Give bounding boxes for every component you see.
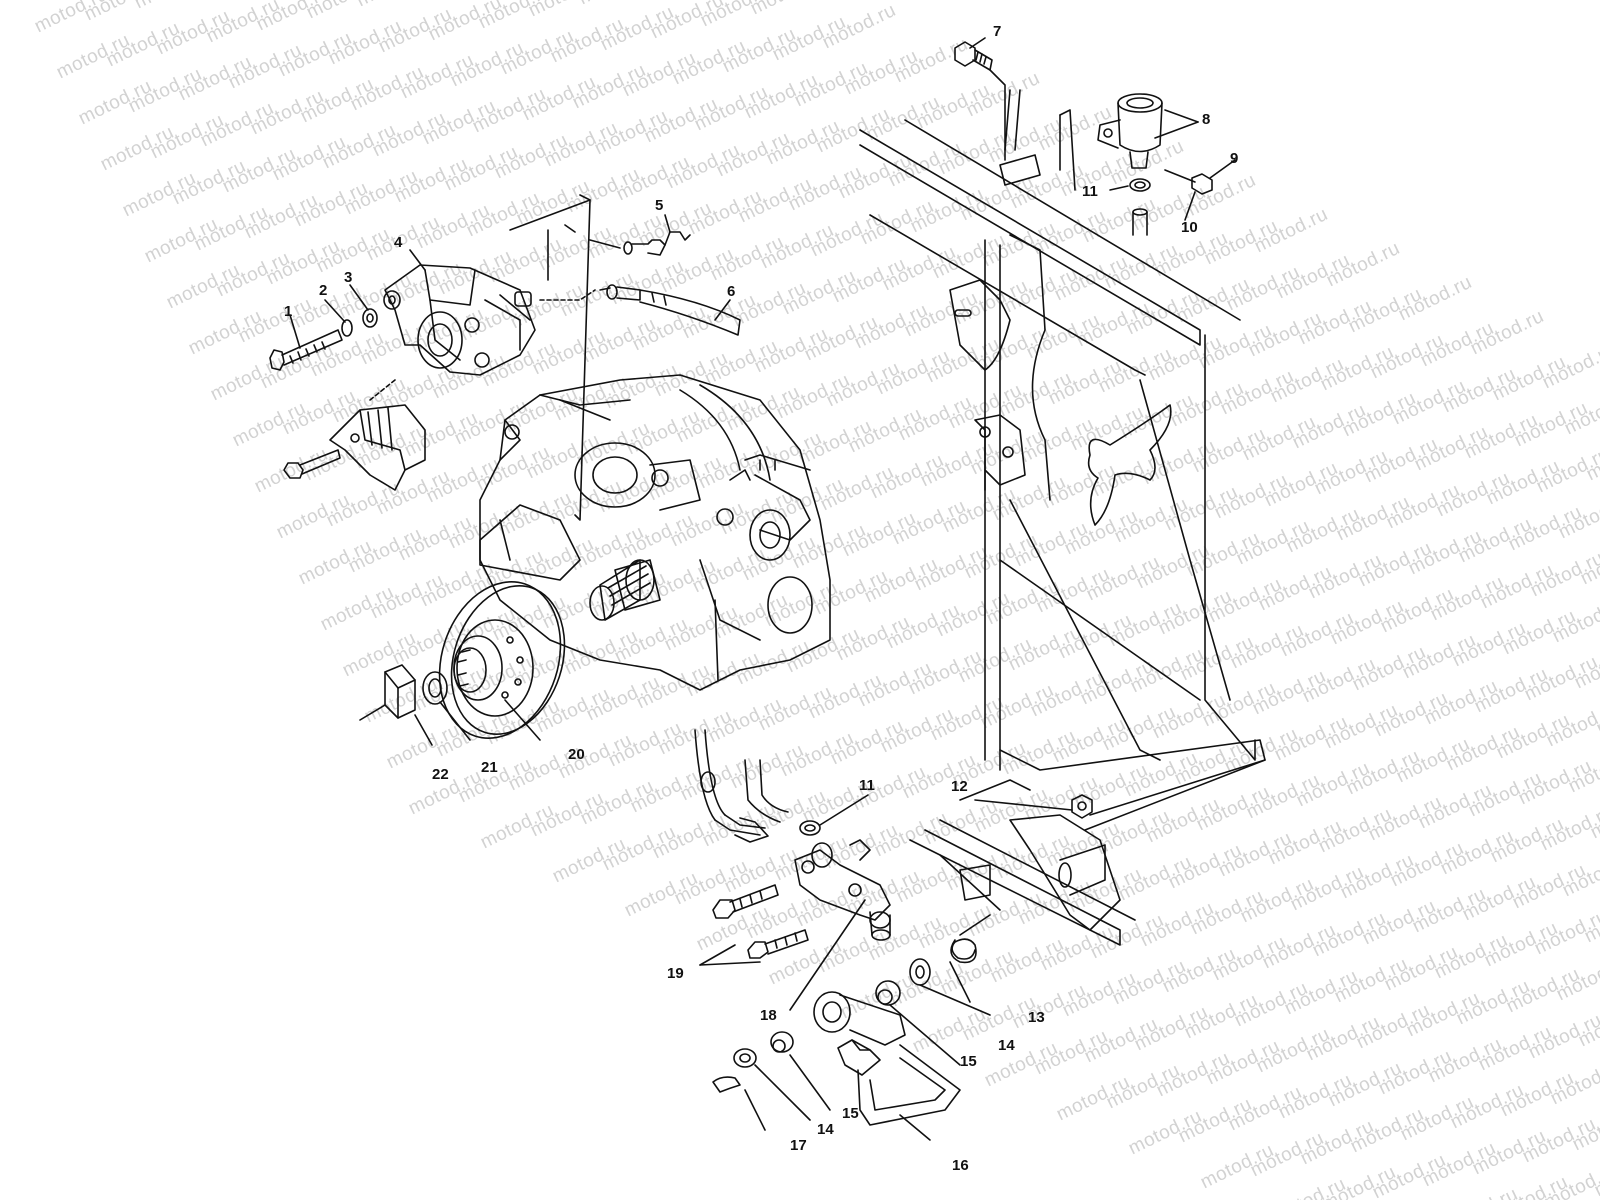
callout-22: 22 — [432, 766, 449, 783]
chassis-frame — [859, 89, 1266, 946]
callout-14-left: 14 — [817, 1121, 834, 1138]
nut-and-washer — [359, 664, 471, 746]
callout-1: 1 — [284, 303, 293, 320]
nut-9 — [1191, 173, 1213, 195]
brake-disc — [438, 581, 566, 741]
callout-21: 21 — [481, 759, 498, 776]
brake-lever-assembly — [694, 729, 1073, 1141]
callout-4: 4 — [394, 234, 403, 251]
callout-8: 8 — [1202, 111, 1211, 128]
callout-17: 17 — [790, 1137, 807, 1154]
brake-line — [547, 224, 741, 336]
callout-9: 9 — [1230, 150, 1239, 167]
callout-14-right: 14 — [998, 1037, 1015, 1054]
callout-6: 6 — [727, 283, 736, 300]
callout-3: 3 — [344, 269, 353, 286]
nut-12 — [1071, 794, 1093, 819]
callout-15-left: 15 — [842, 1105, 859, 1122]
callout-5: 5 — [655, 197, 664, 214]
brake-caliper — [269, 264, 596, 491]
clamp-11 — [1129, 178, 1151, 192]
callout-7: 7 — [993, 23, 1002, 40]
callout-19: 19 — [667, 965, 684, 982]
brake-reservoir — [1097, 93, 1213, 236]
callout-18: 18 — [760, 1007, 777, 1024]
callout-12: 12 — [951, 778, 968, 795]
callout-2: 2 — [319, 282, 328, 299]
callout-10: 10 — [1181, 219, 1198, 236]
callout-16: 16 — [952, 1157, 969, 1174]
bolt-7 — [954, 41, 1006, 161]
chaincase — [479, 194, 831, 691]
drive-shaft — [589, 559, 655, 621]
leader-lines — [289, 37, 1236, 349]
callout-20: 20 — [568, 746, 585, 763]
callout-11-lower: 11 — [859, 777, 875, 794]
callout-13: 13 — [1028, 1009, 1045, 1026]
callout-11-upper: 11 — [1082, 183, 1098, 200]
callout-15-right: 15 — [960, 1053, 977, 1070]
